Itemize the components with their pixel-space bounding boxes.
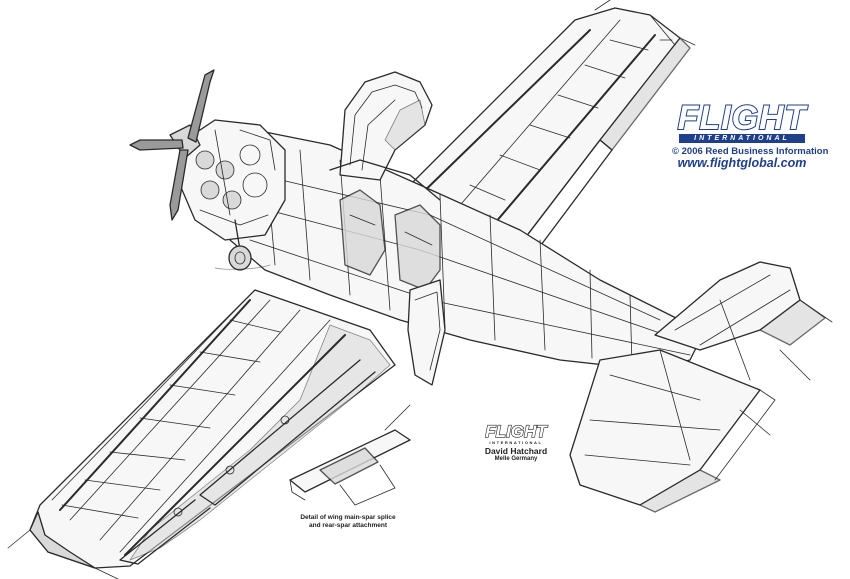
caption-line-2: and rear-spar attachment	[308, 522, 388, 529]
left-wing	[7, 289, 396, 579]
detail-caption: Detail of wing main-spar splice and rear…	[283, 514, 413, 530]
website-url: www.flightglobal.com	[677, 156, 807, 170]
artist-name: David Hatchard	[484, 446, 548, 456]
credit-international-label: INTERNATIONAL	[489, 440, 543, 445]
flight-logo: FLIGHT	[677, 99, 807, 137]
fuselage	[209, 129, 701, 386]
canopy	[329, 71, 441, 201]
engine-section	[129, 69, 286, 241]
caption-line-1: Detail of wing main-spar splice	[300, 514, 396, 521]
artist-location: Melle Germany	[494, 456, 538, 462]
artist-credit: FLIGHT INTERNATIONAL David Hatchard Mell…	[478, 422, 554, 462]
flight-international-logo-block: FLIGHT INTERNATIONAL © 2006 Reed Busines…	[672, 99, 829, 170]
copyright-text: © 2006 Reed Business Information	[672, 146, 829, 157]
international-label: INTERNATIONAL	[679, 134, 805, 143]
nose-landing-gear	[214, 219, 271, 271]
spar-detail-inset	[289, 404, 411, 506]
tail-section	[569, 261, 833, 513]
credit-flight-logo: FLIGHT	[485, 422, 548, 441]
